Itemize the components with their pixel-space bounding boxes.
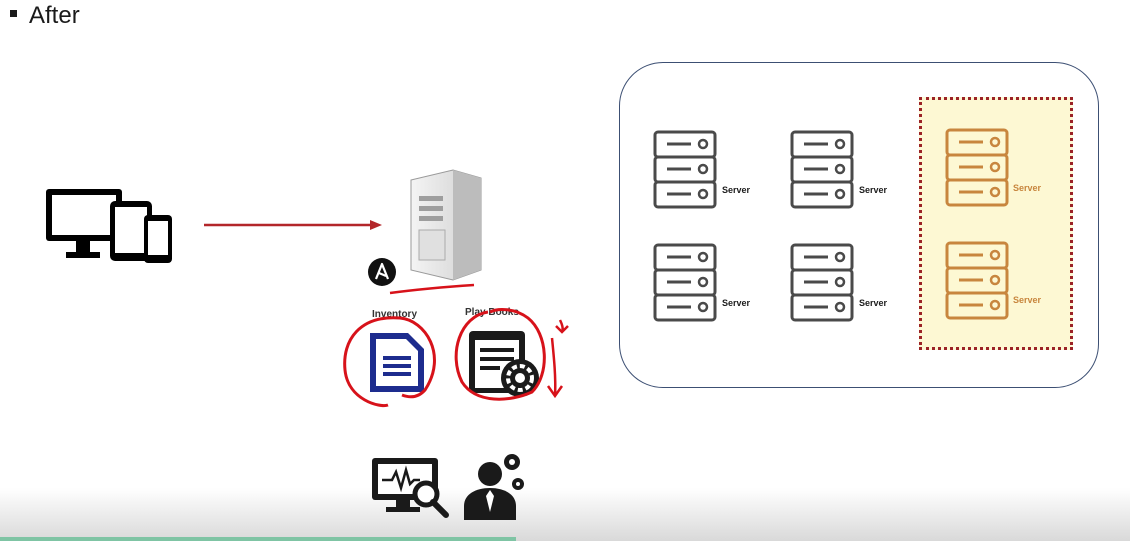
slide-title-text: After (29, 2, 80, 29)
inventory-label: Inventory (372, 309, 418, 320)
bullet-icon (10, 10, 17, 18)
playbook-gear-icon (469, 331, 539, 397)
server-rack-icon (790, 243, 854, 322)
server-label: Server (1013, 183, 1042, 193)
playbook-circle-annotation (454, 308, 546, 401)
server-label: Server (1013, 295, 1042, 305)
inventory-document-icon (370, 333, 424, 392)
request-arrow (204, 220, 382, 230)
admin-user-gear-icon (464, 454, 524, 520)
server-tower-icon (410, 169, 482, 281)
slide-title: After (10, 2, 80, 30)
bottom-fade (0, 488, 1130, 541)
server-label: Server (859, 185, 888, 195)
server-rack-icon (653, 243, 717, 322)
down-arrows-annotation (546, 319, 569, 399)
server-rack-icon (790, 130, 854, 209)
server-rack-icon-highlighted (945, 128, 1009, 207)
video-progress-bar[interactable] (0, 537, 516, 541)
server-label: Server (722, 185, 751, 195)
server-label: Server (722, 298, 751, 308)
server-rack-icon (653, 130, 717, 209)
underline-annotation (389, 283, 475, 295)
monitoring-icon (372, 458, 449, 518)
devices-icon (46, 189, 172, 263)
inventory-circle-annotation (343, 316, 436, 408)
ansible-logo-icon (368, 258, 396, 286)
server-label: Server (859, 298, 888, 308)
server-rack-icon-highlighted (945, 241, 1009, 320)
